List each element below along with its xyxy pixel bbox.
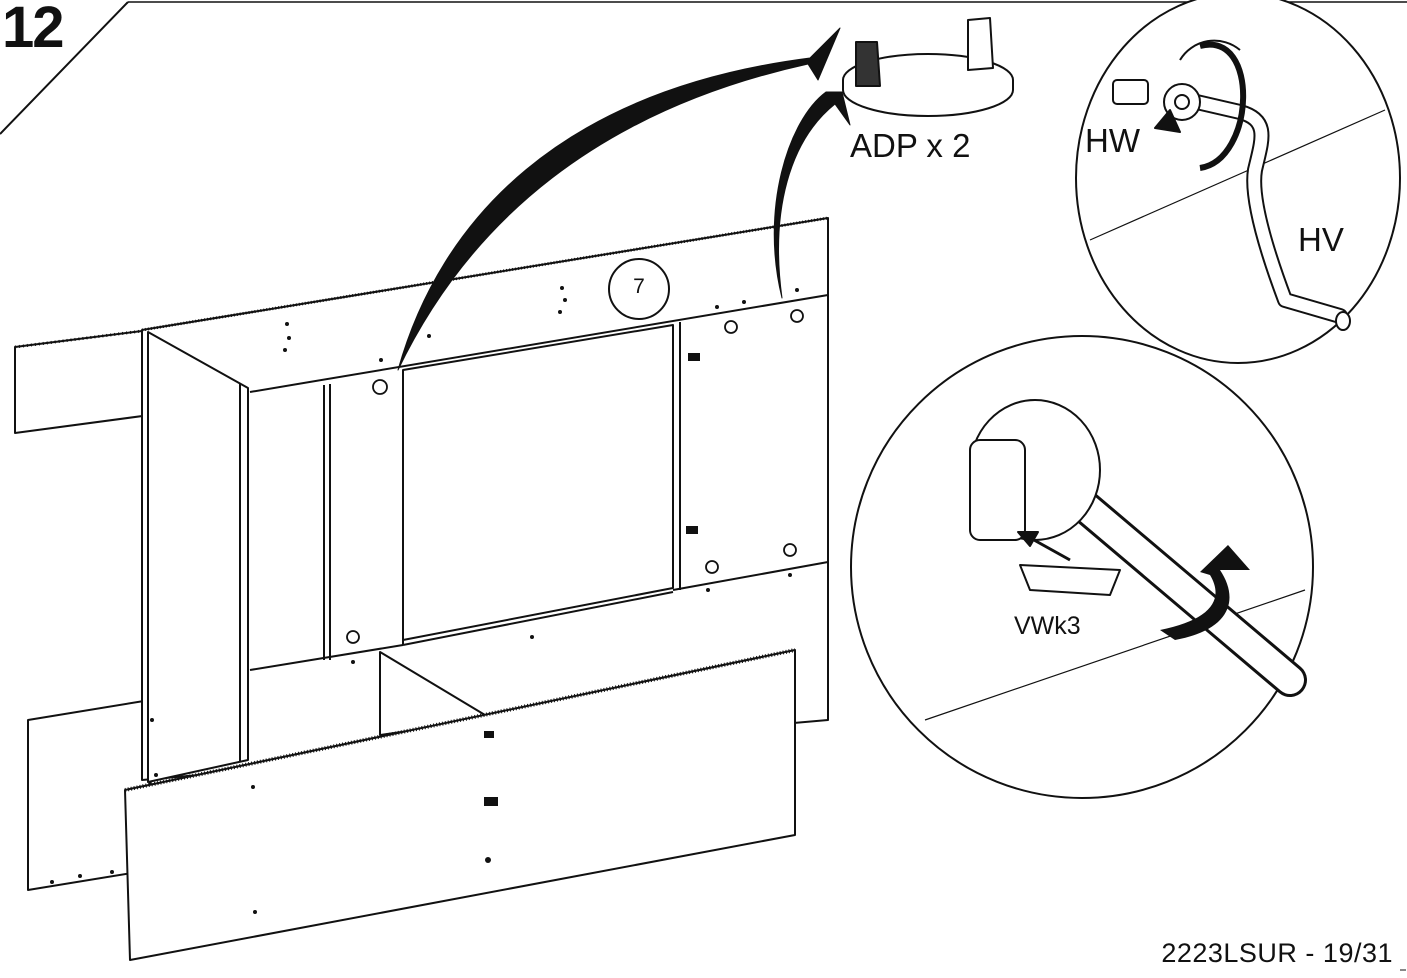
hv-label: HV (1298, 221, 1344, 258)
dowel-holes (50, 286, 799, 914)
detail-circle-vwk (850, 335, 1314, 799)
panel-number-circle (608, 258, 670, 320)
step-divider-line (0, 1, 129, 135)
arrow-to-hole-right (773, 91, 851, 299)
adp-fitting (842, 17, 1014, 117)
left-upright (147, 331, 249, 783)
step-number: 12 (2, 0, 64, 60)
turn-arrow-icon (1160, 545, 1250, 640)
panel-number-label: 7 (633, 275, 645, 298)
center-back-board (402, 324, 674, 641)
cam-holes (346, 309, 804, 644)
cam-fitting-detail (969, 399, 1121, 596)
detail-circle-hv (1075, 0, 1401, 364)
vwk-label: VWk3 (1014, 612, 1081, 640)
adp-label: ADP x 2 (850, 127, 971, 164)
hw-label: HW (1085, 122, 1140, 159)
hex-key-icon (1180, 92, 1351, 331)
page-code: 2223LSUR - 19/31 (1161, 938, 1393, 968)
arrow-to-hole-left (397, 27, 841, 371)
cam-lock-icon (1112, 79, 1201, 121)
screw-fittings (484, 353, 700, 806)
rotate-arrow-icon (1154, 39, 1247, 171)
